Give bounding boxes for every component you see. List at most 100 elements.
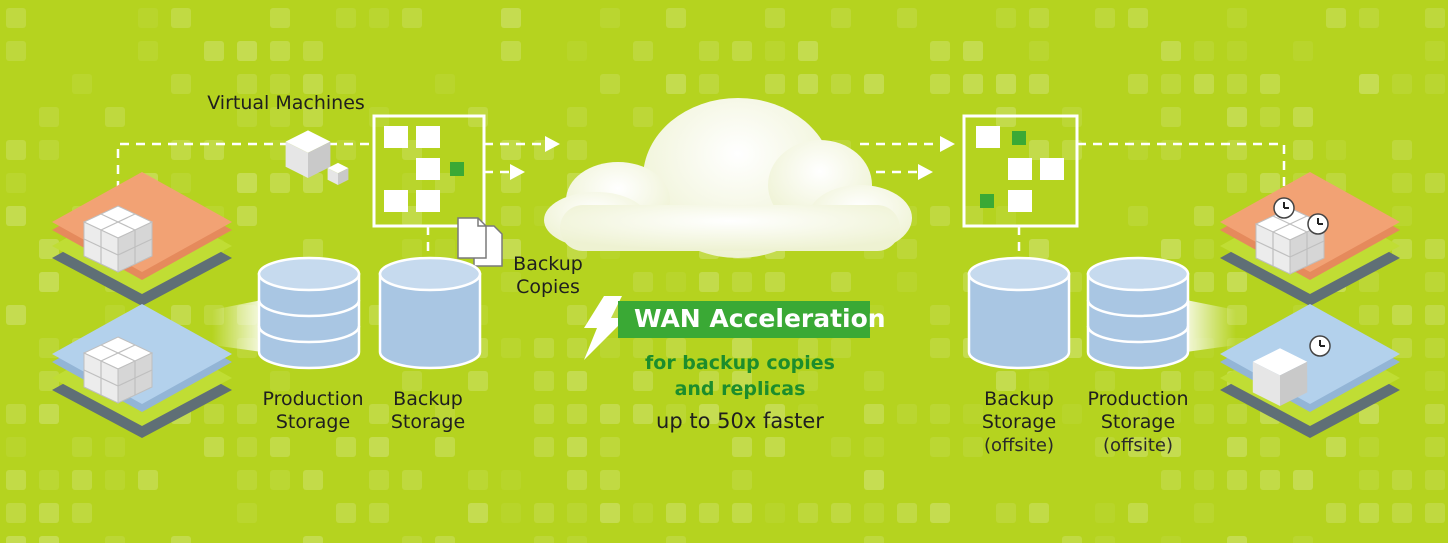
background-tile xyxy=(897,272,917,292)
background-tile xyxy=(930,437,950,457)
background-tile xyxy=(567,470,587,490)
background-tile xyxy=(930,503,950,523)
background-tile xyxy=(1425,470,1445,490)
background-tile xyxy=(303,74,323,94)
background-tile xyxy=(6,437,26,457)
background-tile xyxy=(501,41,521,61)
background-tile xyxy=(864,503,884,523)
background-tile xyxy=(1392,173,1412,193)
background-tile xyxy=(1293,107,1313,127)
background-tile xyxy=(732,41,752,61)
background-tile xyxy=(1260,437,1280,457)
background-tile xyxy=(1194,404,1214,424)
wan-accelerator-right xyxy=(962,114,1079,228)
background-tile xyxy=(633,41,653,61)
background-tile xyxy=(765,41,785,61)
background-tile xyxy=(666,536,686,543)
background-tile xyxy=(501,503,521,523)
label-line: Backup xyxy=(393,388,463,410)
background-tile xyxy=(6,404,26,424)
background-tile xyxy=(39,272,59,292)
background-tile xyxy=(963,404,983,424)
background-tile xyxy=(1260,173,1280,193)
background-tile xyxy=(1326,8,1346,28)
label-backup-storage-offsite: Backup Storage (offsite) xyxy=(964,388,1074,457)
background-tile xyxy=(303,41,323,61)
background-tile xyxy=(1095,371,1115,391)
label-line: (offsite) xyxy=(984,435,1054,456)
background-tile xyxy=(1227,41,1247,61)
background-tile xyxy=(138,470,158,490)
background-tile xyxy=(468,371,488,391)
background-tile xyxy=(1161,470,1181,490)
background-tile xyxy=(1161,437,1181,457)
background-tile xyxy=(501,173,521,193)
background-tile xyxy=(600,8,620,28)
background-tile xyxy=(39,470,59,490)
background-tile xyxy=(435,239,455,259)
background-tile xyxy=(666,338,686,358)
background-tile xyxy=(1194,239,1214,259)
background-tile xyxy=(237,437,257,457)
background-tile xyxy=(1095,536,1115,543)
background-tile xyxy=(369,470,389,490)
vm-cube-small xyxy=(327,162,349,185)
background-tile xyxy=(336,74,356,94)
background-tile xyxy=(1128,404,1148,424)
background-tile xyxy=(237,41,257,61)
background-tile xyxy=(765,272,785,292)
background-tile xyxy=(600,503,620,523)
database-icon-backup-offsite xyxy=(967,256,1071,370)
background-tile xyxy=(666,8,686,28)
background-tile xyxy=(435,74,455,94)
background-tile xyxy=(6,470,26,490)
label-line: Storage xyxy=(275,411,351,433)
background-tile xyxy=(1293,536,1313,543)
label-line: Backup xyxy=(513,253,583,275)
background-tile xyxy=(270,371,290,391)
background-tile xyxy=(303,107,323,127)
background-tile xyxy=(864,74,884,94)
background-tile xyxy=(369,437,389,457)
background-tile xyxy=(1161,107,1181,127)
background-tile xyxy=(831,437,851,457)
background-tile xyxy=(798,41,818,61)
background-tile xyxy=(1425,74,1445,94)
background-tile xyxy=(1095,503,1115,523)
wan-acceleration-banner xyxy=(618,301,870,338)
background-tile xyxy=(1161,371,1181,391)
background-tile xyxy=(1293,140,1313,160)
background-tile xyxy=(303,239,323,259)
background-tile xyxy=(303,470,323,490)
background-tile xyxy=(1128,8,1148,28)
background-tile xyxy=(1161,41,1181,61)
background-tile xyxy=(6,140,26,160)
host-stack-right-top xyxy=(1220,172,1400,306)
background-tile xyxy=(39,404,59,424)
background-tile xyxy=(369,8,389,28)
background-tile xyxy=(666,74,686,94)
background-tile xyxy=(6,536,26,543)
background-tile xyxy=(1392,74,1412,94)
background-tile xyxy=(237,173,257,193)
background-tile xyxy=(963,74,983,94)
background-tile xyxy=(633,371,653,391)
background-tile xyxy=(1359,74,1379,94)
background-tile xyxy=(996,74,1016,94)
background-tile xyxy=(1194,470,1214,490)
background-tile xyxy=(567,107,587,127)
background-tile xyxy=(1425,173,1445,193)
background-tile xyxy=(1425,305,1445,325)
cloud-icon xyxy=(544,98,912,258)
background-tile xyxy=(930,305,950,325)
background-tile xyxy=(864,470,884,490)
background-tile xyxy=(1425,239,1445,259)
label-line: Copies xyxy=(516,276,580,298)
background-tile xyxy=(864,371,884,391)
background-tile xyxy=(105,470,125,490)
background-tile xyxy=(897,239,917,259)
background-tile xyxy=(534,536,554,543)
background-tile xyxy=(1392,503,1412,523)
background-tile xyxy=(864,536,884,543)
background-tile xyxy=(567,404,587,424)
